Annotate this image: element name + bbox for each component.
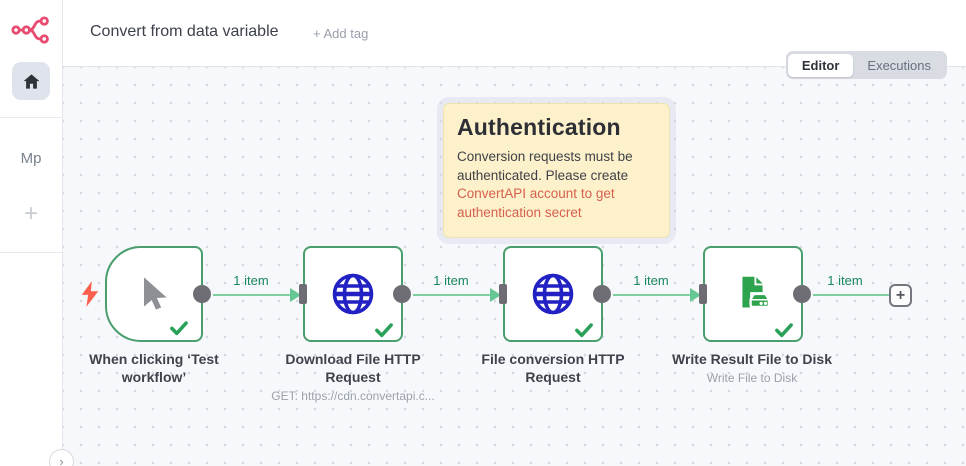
tab-editor[interactable]: Editor	[787, 53, 854, 77]
sidebar-collapse-button[interactable]: ›	[49, 449, 74, 466]
sticky-note[interactable]: Authentication Conversion requests must …	[443, 103, 670, 238]
overview-button[interactable]	[12, 62, 50, 100]
home-icon	[23, 73, 39, 89]
node-write-result-file-to-disk[interactable]	[699, 246, 811, 342]
connection-arrow-icon	[490, 288, 501, 302]
add-project-button[interactable]: +	[23, 200, 38, 227]
input-endpoint[interactable]	[299, 284, 307, 304]
connection-items-label: 1 item	[633, 273, 669, 288]
output-endpoint[interactable]	[193, 285, 211, 303]
node-subtitle: Write File to Disk	[706, 370, 798, 385]
connection-arrow-icon	[290, 288, 301, 302]
success-check-icon	[170, 321, 188, 336]
sidebar-divider	[0, 252, 62, 253]
success-check-icon	[375, 323, 393, 338]
connection-items-label: 1 item	[233, 273, 269, 288]
output-endpoint[interactable]	[793, 285, 811, 303]
chevron-right-icon: ›	[59, 454, 64, 466]
connection-items-label: 1 item	[433, 273, 469, 288]
input-endpoint[interactable]	[499, 284, 507, 304]
globe-icon	[305, 248, 401, 340]
connection[interactable]	[613, 294, 690, 296]
connection[interactable]	[813, 294, 889, 296]
add-node-button[interactable]: +	[889, 284, 912, 307]
convertapi-link[interactable]: ConvertAPI account to get authentication…	[457, 186, 615, 220]
plus-icon: +	[895, 286, 906, 304]
connection-arrow-icon	[690, 288, 701, 302]
n8n-logo[interactable]	[11, 14, 53, 46]
node-label: Write Result File to Disk Write File to …	[637, 351, 867, 386]
node-manual-trigger[interactable]	[81, 246, 211, 342]
output-endpoint[interactable]	[593, 285, 611, 303]
node-label: File conversion HTTP Request	[481, 351, 625, 385]
node-label: Download File HTTP Request GET: https://…	[258, 351, 448, 404]
add-tag-button[interactable]: + Add tag	[313, 26, 369, 41]
cursor-icon	[107, 248, 201, 340]
workflow-title[interactable]: Convert from data variable	[90, 23, 279, 40]
tab-executions[interactable]: Executions	[867, 57, 931, 73]
input-endpoint[interactable]	[699, 284, 707, 304]
output-endpoint[interactable]	[393, 285, 411, 303]
connection[interactable]	[213, 294, 290, 296]
node-file-conversion-http-request[interactable]	[499, 246, 611, 342]
connection-items-label: 1 item	[827, 273, 863, 288]
sidebar-divider	[0, 117, 62, 118]
sidebar: Mp + ›	[0, 0, 74, 466]
sticky-note-body: Conversion requests must be authenticate…	[457, 149, 633, 220]
success-check-icon	[775, 323, 793, 338]
view-toggle: Editor Executions	[785, 51, 947, 79]
node-label: When clicking ‘Test workflow’	[89, 351, 219, 385]
node-subtitle: GET: https://cdn.convertapi.c...	[271, 388, 435, 403]
file-disk-icon	[705, 248, 801, 340]
connection[interactable]	[413, 294, 490, 296]
success-check-icon	[575, 323, 593, 338]
sticky-note-title: Authentication	[457, 114, 621, 140]
globe-icon	[505, 248, 601, 340]
project-badge[interactable]: Mp	[20, 150, 42, 167]
lightning-bolt-icon	[81, 281, 99, 307]
node-download-file-http-request[interactable]	[299, 246, 411, 342]
